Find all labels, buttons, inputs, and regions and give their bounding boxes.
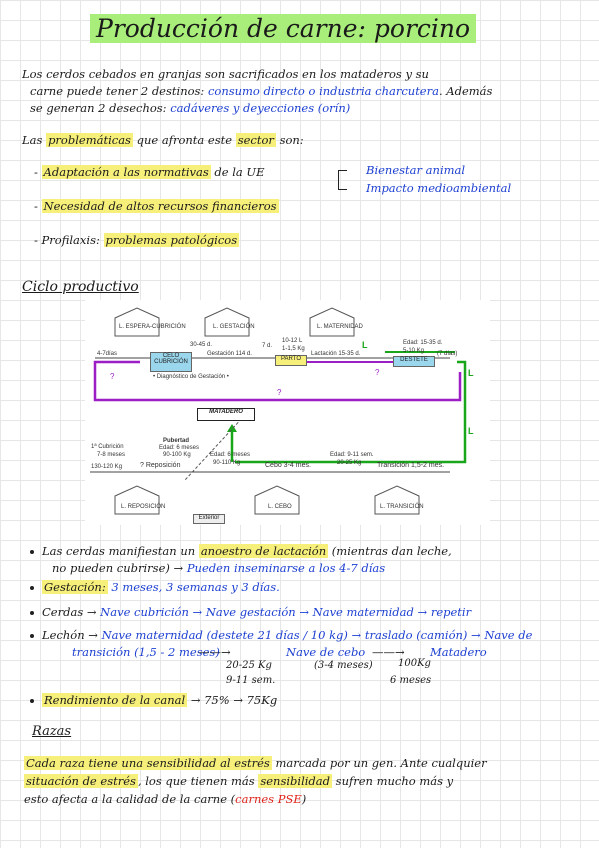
kg20-25: 20-25 Kg [337, 460, 362, 466]
bullet-5: Rendimiento de la canal → 75% → 75Kg [30, 693, 277, 707]
bracket [338, 170, 347, 190]
cycle-heading: Ciclo productivo [22, 279, 139, 295]
bullet-4-kg: 20-25 Kg [226, 660, 272, 671]
l-label-2: L [468, 368, 474, 378]
page-title: Producción de carne: porcino [90, 14, 477, 43]
problem-item-2: - Necesidad de altos recursos financiero… [34, 199, 279, 213]
edad-6b: Edad: 6 meses [210, 452, 251, 458]
parto-box: PARTO [275, 355, 307, 366]
kg90-100: 90-100 Kg [163, 452, 191, 458]
edad-15-35: Edad: 15-35 d. [403, 340, 443, 346]
intro-line-3: se generan 2 desechos: cadáveres y deyec… [30, 101, 351, 115]
house-shape [204, 307, 250, 337]
edad-6: Edad: 6 meses [159, 445, 200, 451]
bullet-4-cebo: Nave de cebo [286, 645, 366, 659]
problem-sub-1: Bienestar animal [366, 163, 466, 177]
transicion: Transición 1,5-2 mes. [377, 462, 445, 469]
purple-loop [93, 360, 462, 402]
celo-box: CELO CUBRICIÓN [150, 352, 192, 372]
intro-line-2: carne puede tener 2 destinos: consumo di… [30, 84, 493, 98]
intro-line-1: Los cerdos cebados en granjas son sacrif… [22, 67, 429, 81]
green-vertical [435, 360, 467, 464]
d7: 7 d. [262, 343, 273, 349]
q-mark-3: ? [277, 388, 282, 397]
gestacion-label: Gestación 114 d. [207, 351, 252, 357]
pubertad: Pubertad [163, 438, 190, 444]
diagram-lines [90, 307, 467, 515]
l-espera: L. ESPERA-CUBRICIÓN [119, 324, 186, 330]
l-gestacion: L. GESTACIÓN [213, 324, 255, 330]
bullet-3: Cerdas → Nave cubrición → Nave gestación… [30, 605, 471, 619]
kg130-120: 130-120 Kg [91, 464, 123, 470]
days-4-7: 4-7días [97, 351, 118, 357]
house-shape [374, 485, 420, 515]
kg90-110: 90-110 Kg [213, 460, 241, 466]
green-arrow-head [227, 424, 237, 432]
primera-cubricion: 1ª Cubrición [91, 444, 124, 450]
l-label-3: L [468, 426, 474, 436]
bullet-1-cont: no pueden cubrirse) → Pueden inseminarse… [52, 561, 386, 575]
l-transicion: L. TRANSICIÓN [380, 504, 424, 510]
bullet-4-cont: transición (1,5 - 2 meses) [72, 645, 220, 659]
bullet-4-100kg: 100Kg [398, 658, 431, 669]
arrow-1: ——→ [198, 645, 231, 659]
bullet-4: Lechón → Nave maternidad (destete 21 día… [30, 628, 532, 642]
razas-line-3: esto afecta a la calidad de la carne (ca… [24, 792, 307, 806]
problem-item-1: - Adaptación a las normativas de la UE [34, 165, 265, 179]
kg-5-10: 5-10 Kg [403, 348, 425, 354]
bullet-4-6m: 6 meses [390, 675, 432, 686]
l-reposicion: L. REPOSICIÓN [121, 504, 166, 510]
production-cycle-diagram: L. ESPERA-CUBRICIÓN L. GESTACIÓN L. MATE… [85, 300, 490, 525]
l-maternidad: L. MATERNIDAD [317, 324, 363, 330]
cebo: Cebo 3-4 mes. [265, 462, 311, 469]
q-mark-1: ? [110, 372, 115, 381]
destete-box: DESTETE [393, 356, 435, 367]
house-shape [254, 485, 300, 515]
razas-line-1: Cada raza tiene una sensibilidad al estr… [24, 756, 487, 770]
bullet-4-matadero: Matadero [430, 645, 487, 659]
arrow-2: ——→ [372, 645, 405, 659]
house-shape [114, 485, 160, 515]
house-shape [309, 307, 355, 337]
d30-45: 30-45 d. [190, 342, 213, 348]
matadero-box: MATADERO [197, 408, 255, 421]
l10-12: 10-12 L [282, 338, 303, 344]
razas-line-2: situación de estrés, los que tienen más … [24, 774, 454, 788]
reposicion: ? Reposición [140, 462, 181, 469]
lactacion-label: Lactación 15-35 d. [311, 351, 361, 357]
m7-8: 7-8 meses [97, 452, 126, 458]
bullet-4-sem: 9-11 sem. [226, 675, 276, 686]
exterior-box: Exterior [193, 514, 225, 524]
q-mark-2: ? [375, 368, 380, 377]
l-label-1: L [362, 340, 368, 350]
problem-sub-2: Impacto medioambiental [366, 181, 512, 195]
edad-9-11: Edad: 9-11 sem. [330, 452, 374, 458]
bullet-4-months: (3-4 meses) [314, 660, 373, 671]
house-shape [114, 307, 160, 337]
bullet-1: Las cerdas manifiestan un anoestro de la… [30, 544, 452, 558]
problem-item-3: - Profilaxis: problemas patológicos [34, 233, 240, 247]
diag-gestacion: • Diagnóstico de Gestación • [153, 374, 229, 380]
l-cebo: L. CEBO [268, 504, 292, 510]
razas-heading: Razas [32, 724, 72, 739]
l1-15: 1-1,5 Kg [282, 346, 305, 352]
d7-dias: (7 días) [437, 351, 458, 357]
bullet-2: Gestación: 3 meses, 3 semanas y 3 días. [30, 580, 280, 594]
problems-heading: Las problemáticas que afronta este secto… [22, 133, 304, 147]
